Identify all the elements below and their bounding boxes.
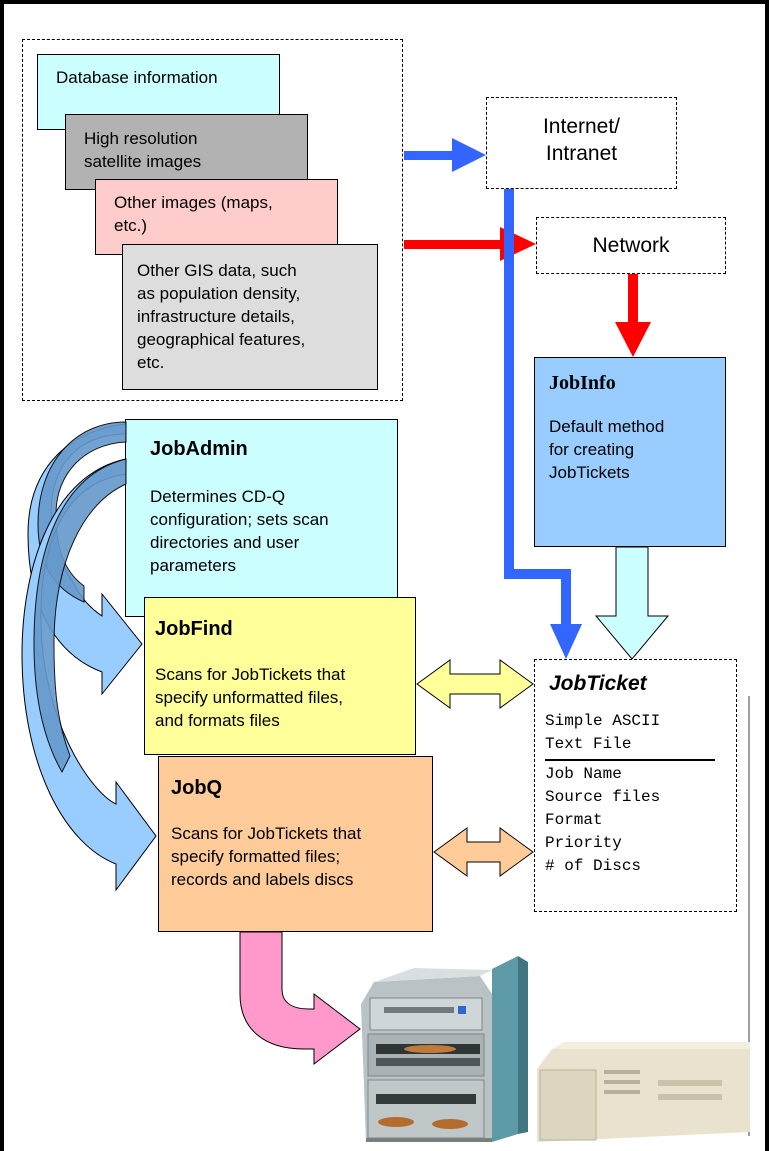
jobticket-field-format: Format: [545, 811, 603, 829]
jobticket-field-source-files: Source files: [545, 788, 661, 806]
connector-layer: [21, 138, 750, 1142]
curved-arrow-admin-to-q-dark: [33, 458, 127, 774]
pc-tower-illustration: [537, 696, 750, 1142]
jobticket-field-priority: Priority: [545, 834, 622, 852]
jobfind-desc-line-1: Scans for JobTickets that: [155, 665, 346, 684]
jobticket-field-job-name: Job Name: [545, 765, 622, 783]
jobticket-field-num-discs: # of Discs: [545, 857, 642, 875]
jobinfo-desc-line-2: for creating: [549, 440, 635, 459]
jobq-desc-line-2: specify formatted files;: [171, 847, 341, 866]
jobq-desc-line-3: records and labels discs: [171, 870, 354, 889]
jobadmin-title: JobAdmin: [150, 438, 248, 460]
database-info-label: Database information: [56, 68, 218, 87]
gis-line-2: as population density,: [137, 284, 301, 303]
jobticket-fields: Job Name Source files Format Priority # …: [545, 763, 736, 878]
jobfind-desc-line-2: specify unformatted files,: [155, 688, 344, 707]
other-images-line-2: etc.): [114, 216, 148, 235]
jobadmin-desc-line-3: directories and user: [150, 533, 300, 552]
jobticket-divider: [545, 759, 715, 761]
red-arrow-network-to-jobinfo: [615, 274, 651, 357]
jobticket-header-line-2: Text File: [545, 735, 632, 753]
data-sources-group: [22, 39, 403, 401]
jobinfo-title: JobInfo: [549, 372, 616, 394]
network-label: Network: [592, 234, 670, 257]
jobadmin-desc: Determines CD-Q configuration; sets scan…: [150, 485, 373, 577]
internet-box: Internet/ Intranet: [486, 97, 677, 189]
jobfind-desc: Scans for JobTickets that specify unform…: [155, 663, 405, 732]
network-box: Network: [536, 217, 726, 274]
jobinfo-desc-line-3: JobTickets: [549, 463, 630, 482]
cd-duplicator-illustration: [361, 956, 528, 1142]
pink-arrow-jobq-to-printer: [239, 931, 361, 1066]
yellow-double-arrow: [416, 659, 534, 709]
red-arrow-to-network: [404, 227, 536, 261]
jobticket-header-line-1: Simple ASCII: [545, 712, 661, 730]
gis-line-1: Other GIS data, such: [137, 261, 297, 280]
jobticket-header: Simple ASCII Text File: [545, 710, 736, 756]
jobfind-desc-line-3: and formats files: [155, 711, 280, 730]
internet-line-2: Intranet: [545, 142, 618, 165]
gis-data-card: Other GIS data, such as population densi…: [122, 244, 378, 390]
jobq-title: JobQ: [171, 777, 223, 799]
jobticket-title: JobTicket: [549, 672, 647, 695]
jobinfo-desc: Default method for creating JobTickets: [549, 415, 711, 484]
gis-line-3: infrastructure details,: [137, 307, 295, 326]
jobadmin-desc-line-1: Determines CD-Q: [150, 487, 286, 506]
jobfind-title: JobFind: [155, 618, 233, 640]
jobfind-box: JobFind Scans for JobTickets that specif…: [144, 597, 416, 755]
blue-arrow-to-internet: [404, 138, 486, 172]
jobadmin-desc-line-2: configuration; sets scan: [150, 510, 329, 529]
jobadmin-box: JobAdmin Determines CD-Q configuration; …: [125, 419, 398, 617]
jobq-box: JobQ Scans for JobTickets that specify f…: [158, 756, 433, 932]
other-images-card: Other images (maps, etc.): [95, 179, 338, 255]
jobq-desc-line-1: Scans for JobTickets that: [171, 824, 362, 843]
jobadmin-desc-line-4: parameters: [150, 556, 236, 575]
other-images-line-1: Other images (maps,: [114, 193, 273, 212]
jobticket-box: JobTicket Simple ASCII Text File Job Nam…: [534, 659, 737, 912]
internet-line-1: Internet/: [542, 115, 621, 138]
satellite-line-2: satellite images: [84, 152, 202, 171]
jobq-desc: Scans for JobTickets that specify format…: [171, 822, 420, 891]
cyan-arrow-jobinfo-to-jobticket: [594, 546, 670, 660]
orange-double-arrow: [433, 827, 534, 877]
blue-arrow-internet-to-jobticket: [504, 189, 582, 659]
gis-line-4: geographical features,: [137, 330, 306, 349]
jobinfo-desc-line-1: Default method: [549, 417, 665, 436]
gis-line-5: etc.: [137, 353, 165, 372]
satellite-line-1: High resolution: [84, 129, 198, 148]
